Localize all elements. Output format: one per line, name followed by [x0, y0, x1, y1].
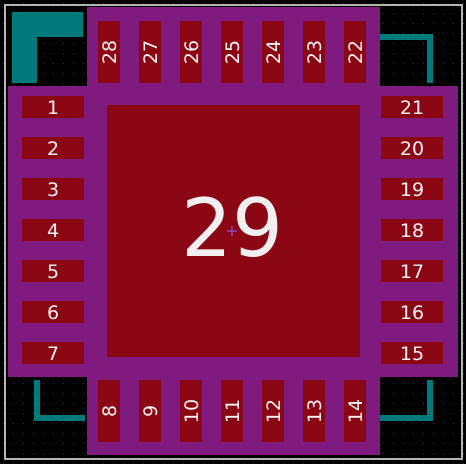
silk-corner-top-right [380, 34, 433, 83]
pad-number-label: 24 [263, 40, 285, 64]
pad-copper [381, 301, 443, 323]
pad-copper [221, 380, 243, 442]
pad-copper [180, 21, 202, 83]
pad-number-label: 7 [47, 343, 59, 365]
pad-number-label: 12 [263, 399, 285, 423]
pad-number-label: 27 [140, 40, 162, 64]
pad-number-label: 8 [99, 405, 121, 417]
pad-number-label: 22 [345, 40, 367, 64]
pad-2[interactable] [22, 137, 84, 159]
pad-number-label: 5 [47, 261, 59, 283]
pad-copper [381, 342, 443, 364]
pad-number-label: 28 [99, 40, 121, 64]
pad-copper [344, 380, 366, 442]
pad-17[interactable] [381, 260, 443, 282]
pad-copper [381, 219, 443, 241]
pad-copper [22, 178, 84, 200]
pad-number-label: 17 [400, 261, 424, 283]
pad-number-label: 19 [400, 179, 424, 201]
pad-9[interactable] [139, 380, 161, 442]
pad-copper [303, 21, 325, 83]
pad-copper [180, 380, 202, 442]
pad-number-label: 6 [47, 302, 59, 324]
pad-copper [221, 21, 243, 83]
pad-number-label: 26 [181, 40, 203, 64]
pad-number-label: 23 [304, 40, 326, 64]
pad-copper [381, 260, 443, 282]
pad-number-label: 18 [400, 220, 424, 242]
pad-copper [139, 380, 161, 442]
pad-13[interactable] [303, 380, 325, 442]
pad-copper [262, 380, 284, 442]
pad-copper [22, 342, 84, 364]
pad-number-label: 16 [400, 302, 424, 324]
pad-copper [22, 219, 84, 241]
pad-copper [139, 21, 161, 83]
board-outline [4, 4, 463, 460]
pad-6[interactable] [22, 301, 84, 323]
pad-23[interactable] [303, 21, 325, 83]
silk-corner-bottom-right [380, 380, 433, 421]
pad-number-label: 11 [222, 399, 244, 423]
pad-copper [262, 21, 284, 83]
pad-3[interactable] [22, 178, 84, 200]
pad-copper [381, 137, 443, 159]
pad-number-label: 25 [222, 40, 244, 64]
pad-number-label: 21 [400, 97, 424, 119]
pad-1[interactable] [22, 96, 84, 118]
pad-copper [344, 21, 366, 83]
pad-14[interactable] [344, 380, 366, 442]
silkscreen-layer [12, 12, 433, 421]
pad-number-label: 9 [140, 405, 162, 417]
pad-20[interactable] [381, 137, 443, 159]
pad-10[interactable] [180, 380, 202, 442]
pad-number-label: 4 [47, 220, 59, 242]
pad-copper [22, 260, 84, 282]
pad-8[interactable] [98, 380, 120, 442]
pad-number-label: 20 [400, 138, 424, 160]
pad-copper [22, 301, 84, 323]
pad-number-label: 3 [47, 179, 59, 201]
pad-11[interactable] [221, 380, 243, 442]
pad-4[interactable] [22, 219, 84, 241]
pad-copper [22, 96, 84, 118]
pad-number-label: 1 [47, 97, 59, 119]
pad-copper [98, 380, 120, 442]
pad-21[interactable] [381, 96, 443, 118]
pad-number-label: 10 [181, 399, 203, 423]
pad-number-label: 14 [345, 399, 367, 423]
pad-copper [22, 137, 84, 159]
pad-12[interactable] [262, 380, 284, 442]
pad-24[interactable] [262, 21, 284, 83]
pad-number-label: 13 [304, 399, 326, 423]
pad-7[interactable] [22, 342, 84, 364]
pin1-corner-marker [12, 12, 83, 83]
silk-corner-bottom-left [34, 380, 85, 421]
pad-copper [303, 380, 325, 442]
pad-copper [381, 96, 443, 118]
pad-copper [98, 21, 120, 83]
pad-26[interactable] [180, 21, 202, 83]
pad-copper [381, 178, 443, 200]
pad-28[interactable] [98, 21, 120, 83]
pad-15[interactable] [381, 342, 443, 364]
pad-22[interactable] [344, 21, 366, 83]
pad-16[interactable] [381, 301, 443, 323]
pad-number-label: 2 [47, 138, 59, 160]
pad-19[interactable] [381, 178, 443, 200]
origin-crosshair-icon [227, 226, 237, 236]
pad-5[interactable] [22, 260, 84, 282]
pad-18[interactable] [381, 219, 443, 241]
pad-25[interactable] [221, 21, 243, 83]
pad-number-label: 15 [400, 343, 424, 365]
pad-27[interactable] [139, 21, 161, 83]
